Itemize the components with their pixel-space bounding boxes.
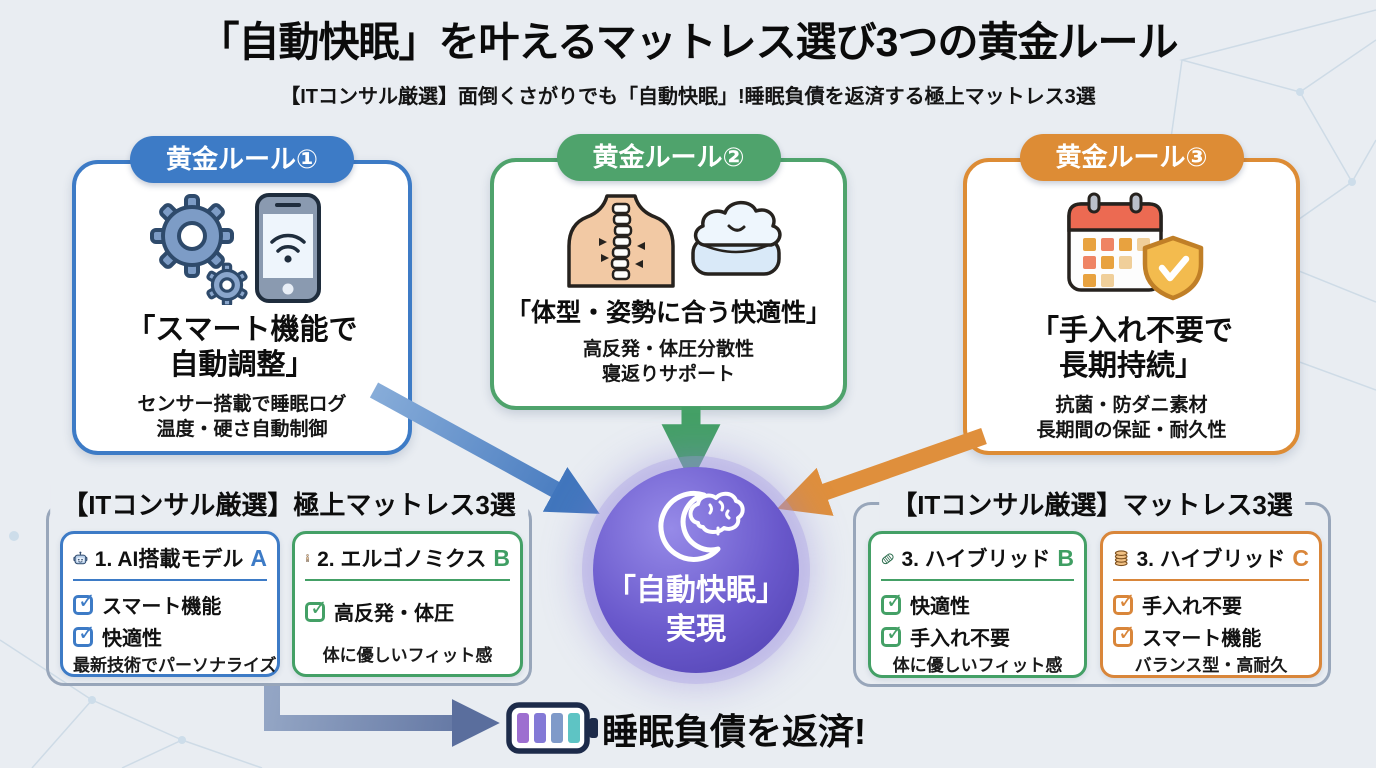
mattress-roll-icon [881, 553, 894, 565]
check-item: ✓ 手入れ不要 [881, 622, 1074, 651]
mattress-card-hybrid-c: 3. ハイブリッド C ✓ 手入れ不要 ✓ スマート機能 バランス型・高耐久 [1100, 531, 1322, 678]
moon-brain-icon [658, 490, 745, 562]
footer-label: 睡眠負債を返済! [602, 711, 866, 752]
rule-card-2: 黄金ルール② [490, 134, 847, 410]
right-group-title: 【ITコンサル厳選】マットレス3選 [879, 485, 1305, 522]
card-note: 体に優しいフィット感 [322, 646, 493, 665]
card-title: 1. AI搭載モデル [94, 548, 244, 571]
center-heading: 「自動快眠」 実現 [606, 574, 786, 646]
rule-1-badge: 黄金ルール① [129, 136, 355, 183]
card-title: 3. ハイブリッド [901, 548, 1051, 571]
divider [881, 579, 1074, 581]
shield-check-icon [1142, 235, 1203, 301]
page-title: 「自動快眠」を叶えるマットレス選び3つの黄金ルール [198, 19, 1179, 65]
rule-1-body: センサー搭載で睡眠ログ 温度・硬さ自動制御 [137, 393, 347, 441]
rule-card-3: 黄金ルール③ 「手 [963, 134, 1300, 455]
card-grade: A [250, 544, 267, 571]
checkbox-icon: ✓ [73, 622, 96, 647]
battery-icon [506, 702, 598, 754]
rule-2-badge: 黄金ルール② [556, 134, 781, 181]
checkbox-icon: ✓ [1113, 590, 1136, 615]
rule-card-1: 黄金ルール① [72, 136, 412, 455]
rule-3-body: 抗菌・防ダニ素材 長期間の保証・耐久性 [1036, 394, 1227, 442]
check-item: ✓ 快適性 [73, 622, 267, 651]
mattress-card-ai-model: 1. AI搭載モデル A ✓ スマート機能 ✓ 快適性 最新技術でパーソナライズ [60, 531, 280, 677]
page-subtitle: 【ITコンサル厳選】面倒くさがりでも「自動快眠」!睡眠負債を返済する極上マットレ… [280, 86, 1096, 108]
mattress-cloud-icon [691, 200, 782, 276]
arrow-group-to-battery [264, 684, 500, 747]
checkbox-icon: ✓ [881, 590, 904, 615]
person-icon [306, 554, 310, 562]
calendar-icon [1066, 192, 1203, 301]
card-note: 最新技術でパーソナライズ [73, 656, 277, 675]
checkbox-icon: ✓ [305, 597, 328, 622]
rule-2-heading: 「体型・姿勢に合う快適性」 [505, 299, 831, 327]
card-title: 2. エルゴノミクス [317, 548, 487, 571]
check-item: ✓ 高反発・体圧 [305, 597, 510, 626]
checkbox-icon: ✓ [73, 590, 96, 615]
card-grade: B [1057, 544, 1074, 571]
rule-1-heading: 「スマート機能で 自動調整」 [126, 314, 358, 382]
check-item: ✓ 手入れ不要 [1113, 590, 1309, 619]
mattress-card-hybrid-b: 3. ハイブリッド B ✓ 快適性 ✓ 手入れ不要 体に優しいフィット感 [868, 531, 1087, 678]
center-goal-circle: 「自動快眠」 実現 [593, 467, 799, 673]
rule-2-body: 高反発・体圧分散性 寝返りサポート [582, 338, 754, 386]
checkbox-icon: ✓ [881, 622, 904, 647]
card-note: 体に優しいフィット感 [892, 656, 1063, 675]
checkbox-icon: ✓ [1113, 622, 1136, 647]
rule-3-badge: 黄金ルール③ [1019, 134, 1244, 181]
check-item: ✓ スマート機能 [73, 590, 267, 619]
check-item: ✓ 快適性 [881, 590, 1074, 619]
card-grade: C [1292, 544, 1309, 571]
smartphone-wifi-icon [255, 193, 321, 303]
divider [1113, 579, 1309, 581]
gear-icon [150, 193, 321, 305]
left-group-title: 【ITコンサル厳選】極上マットレス3選 [50, 485, 528, 522]
card-grade: B [493, 544, 510, 571]
robot-icon [73, 551, 88, 565]
mattress-card-ergonomics: 2. エルゴノミクス B ✓ 高反発・体圧 体に優しいフィット感 [292, 531, 523, 677]
divider [305, 579, 510, 581]
divider [73, 579, 267, 581]
rule-3-heading: 「手入れ不要で 長期持続」 [1029, 315, 1233, 383]
card-note: バランス型・高耐久 [1134, 656, 1288, 675]
right-mattress-group: 【ITコンサル厳選】マットレス3選 3. ハイブリッド B ✓ 快適性 ✓ 手入… [853, 485, 1331, 687]
card-title: 3. ハイブリッド [1136, 548, 1286, 571]
spine-posture-icon [567, 194, 782, 288]
left-mattress-group: 【ITコンサル厳選】極上マットレス3選 1. AI搭載モデル A ✓ スマート機… [46, 485, 532, 686]
check-item: ✓ スマート機能 [1113, 622, 1309, 651]
spring-coil-icon [1114, 550, 1128, 567]
